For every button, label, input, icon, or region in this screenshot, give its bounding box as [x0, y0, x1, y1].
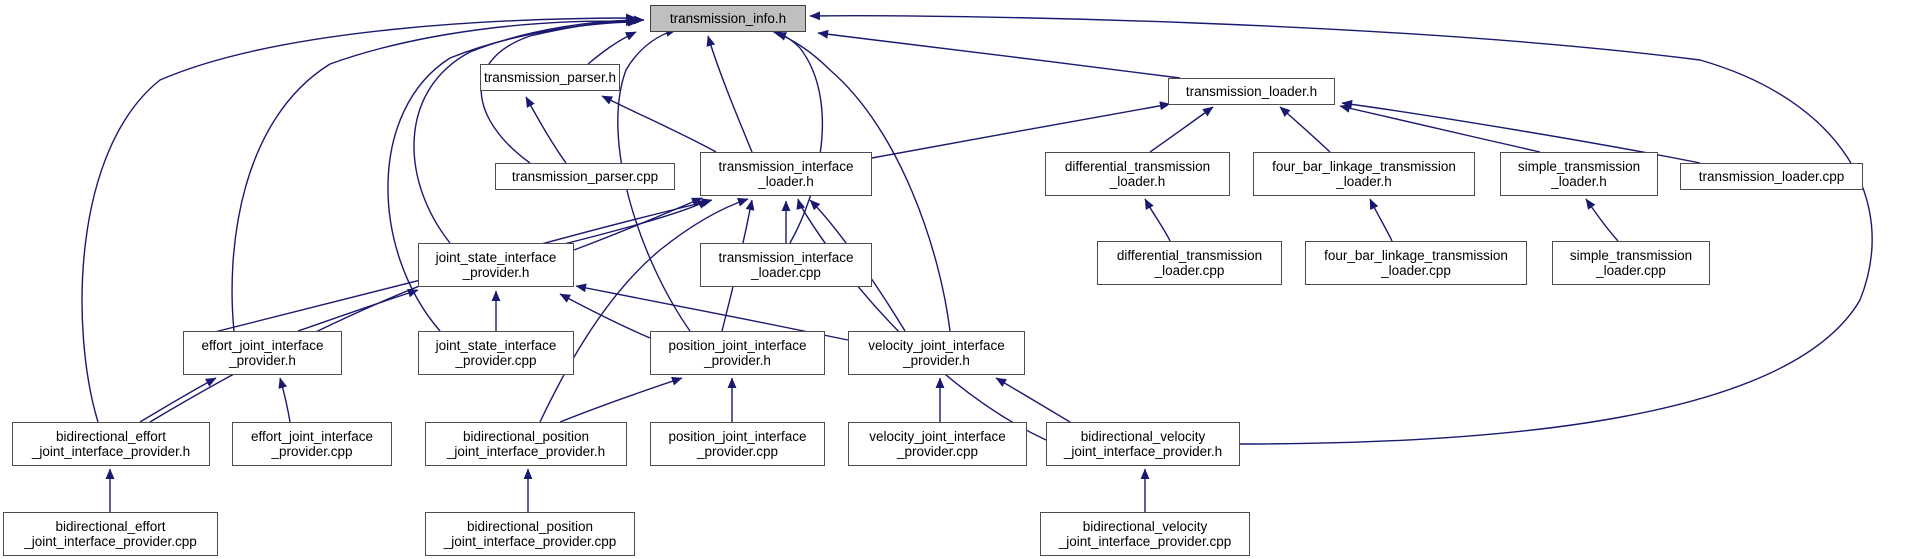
graph-node-transmission-info-h[interactable]: transmission_info.h	[650, 5, 806, 32]
graph-node-label: bidirectional_velocity _joint_interface_…	[1058, 519, 1232, 549]
graph-node-label: four_bar_linkage_transmission _loader.cp…	[1324, 248, 1508, 278]
graph-node-label: position_joint_interface _provider.h	[668, 338, 807, 368]
graph-node-transmission-interface-loader-cpp[interactable]: transmission_interface _loader.cpp	[700, 243, 872, 287]
graph-edge	[139, 377, 217, 423]
graph-node-joint-state-interface-provider-h[interactable]: joint_state_interface _provider.h	[418, 243, 574, 287]
graph-edge	[1369, 198, 1393, 242]
graph-edge	[525, 96, 567, 164]
graph-node-joint-state-interface-provider-cpp[interactable]: joint_state_interface _provider.cpp	[418, 331, 574, 375]
graph-node-label: transmission_parser.cpp	[511, 169, 659, 184]
graph-edge	[771, 29, 824, 244]
graph-edge	[1339, 103, 1541, 153]
graph-node-label: joint_state_interface _provider.cpp	[435, 338, 557, 368]
graph-node-differential-transmission-loader-h[interactable]: differential_transmission _loader.h	[1045, 152, 1230, 196]
graph-node-label: velocity_joint_interface _provider.h	[868, 338, 1005, 368]
graph-node-four-bar-linkage-transmission-loader-h[interactable]: four_bar_linkage_transmission _loader.h	[1253, 152, 1475, 196]
graph-edge	[587, 31, 637, 65]
graph-node-label: bidirectional_effort _joint_interface_pr…	[31, 429, 191, 459]
graph-edge	[1144, 198, 1171, 242]
graph-node-label: bidirectional_velocity _joint_interface_…	[1063, 429, 1223, 459]
graph-edge	[297, 288, 419, 332]
graph-node-label: differential_transmission _loader.h	[1064, 159, 1211, 189]
graph-edge	[278, 377, 291, 423]
graph-node-transmission-loader-cpp[interactable]: transmission_loader.cpp	[1680, 163, 1863, 190]
graph-edge	[1149, 106, 1214, 153]
graph-node-label: effort_joint_interface _provider.h	[201, 338, 324, 368]
graph-edge	[706, 35, 753, 153]
graph-edge	[1585, 198, 1619, 242]
graph-node-effort-joint-interface-provider-cpp[interactable]: effort_joint_interface _provider.cpp	[232, 422, 392, 466]
graph-edge	[871, 101, 1171, 159]
graph-node-transmission-loader-h[interactable]: transmission_loader.h	[1168, 78, 1335, 105]
graph-node-bidirectional-velocity-joint-interface-provider-h[interactable]: bidirectional_velocity _joint_interface_…	[1046, 422, 1240, 466]
graph-node-label: joint_state_interface _provider.h	[435, 250, 557, 280]
graph-edge	[413, 15, 641, 244]
graph-edge	[480, 15, 645, 164]
graph-edge	[81, 13, 637, 423]
graph-node-label: bidirectional_effort _joint_interface_pr…	[24, 519, 197, 549]
graph-node-label: transmission_interface _loader.h	[718, 159, 854, 189]
graph-node-effort-joint-interface-provider-h[interactable]: effort_joint_interface _provider.h	[183, 331, 342, 375]
graph-edge	[539, 197, 749, 423]
graph-node-velocity-joint-interface-provider-cpp[interactable]: velocity_joint_interface _provider.cpp	[848, 422, 1027, 466]
graph-node-velocity-joint-interface-provider-h[interactable]: velocity_joint_interface _provider.h	[848, 331, 1025, 375]
graph-node-label: bidirectional_position _joint_interface_…	[443, 519, 617, 549]
graph-edge	[231, 16, 637, 332]
graph-node-transmission-parser-h[interactable]: transmission_parser.h	[480, 64, 620, 91]
graph-node-bidirectional-position-joint-interface-provider-cpp[interactable]: bidirectional_position _joint_interface_…	[425, 512, 635, 556]
graph-node-bidirectional-position-joint-interface-provider-h[interactable]: bidirectional_position _joint_interface_…	[425, 422, 627, 466]
graph-edge	[775, 32, 951, 332]
graph-edge	[796, 198, 1047, 441]
graph-edge	[809, 11, 1873, 445]
graph-node-bidirectional-velocity-joint-interface-provider-cpp[interactable]: bidirectional_velocity _joint_interface_…	[1040, 512, 1250, 556]
graph-node-label: transmission_parser.h	[483, 70, 617, 85]
graph-edge	[601, 95, 717, 153]
graph-edge	[995, 377, 1071, 423]
graph-node-transmission-parser-cpp[interactable]: transmission_parser.cpp	[495, 163, 675, 190]
graph-node-simple-transmission-loader-h[interactable]: simple_transmission _loader.h	[1500, 152, 1658, 196]
graph-node-label: transmission_loader.h	[1185, 84, 1318, 99]
graph-node-label: four_bar_linkage_transmission _loader.h	[1272, 159, 1456, 189]
graph-node-label: bidirectional_position _joint_interface_…	[446, 429, 606, 459]
graph-node-label: velocity_joint_interface _provider.cpp	[869, 429, 1006, 459]
graph-node-label: transmission_interface _loader.cpp	[718, 250, 854, 280]
graph-edge	[559, 293, 651, 339]
graph-node-label: transmission_info.h	[669, 11, 787, 26]
graph-node-bidirectional-effort-joint-interface-provider-h[interactable]: bidirectional_effort _joint_interface_pr…	[12, 422, 210, 466]
graph-node-label: differential_transmission _loader.cpp	[1116, 248, 1263, 278]
graph-node-label: simple_transmission _loader.cpp	[1569, 248, 1693, 278]
graph-edge	[1279, 106, 1331, 153]
graph-node-differential-transmission-loader-cpp[interactable]: differential_transmission _loader.cpp	[1097, 241, 1282, 285]
graph-node-label: simple_transmission _loader.h	[1517, 159, 1641, 189]
graph-node-bidirectional-effort-joint-interface-provider-cpp[interactable]: bidirectional_effort _joint_interface_pr…	[3, 512, 218, 556]
graph-edge	[559, 376, 683, 423]
graph-node-label: effort_joint_interface _provider.cpp	[250, 429, 374, 459]
graph-node-position-joint-interface-provider-h[interactable]: position_joint_interface _provider.h	[650, 331, 825, 375]
graph-node-transmission-interface-loader-h[interactable]: transmission_interface _loader.h	[700, 152, 872, 196]
graph-edge	[617, 28, 691, 332]
graph-node-position-joint-interface-provider-cpp[interactable]: position_joint_interface _provider.cpp	[650, 422, 825, 466]
graph-edge	[149, 198, 713, 423]
graph-node-four-bar-linkage-transmission-loader-cpp[interactable]: four_bar_linkage_transmission _loader.cp…	[1305, 241, 1527, 285]
graph-node-label: transmission_loader.cpp	[1698, 169, 1845, 184]
graph-node-simple-transmission-loader-cpp[interactable]: simple_transmission _loader.cpp	[1552, 241, 1710, 285]
graph-node-label: position_joint_interface _provider.cpp	[668, 429, 807, 459]
graph-edge	[817, 29, 1181, 79]
